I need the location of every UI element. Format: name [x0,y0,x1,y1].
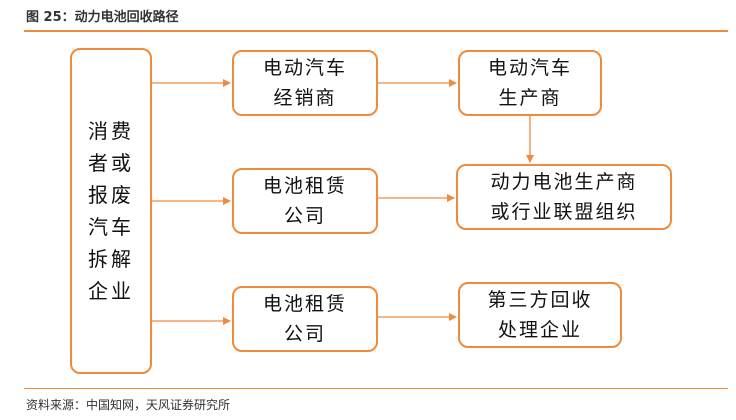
node-label-line: 电动汽车 [262,57,347,79]
node-label-line: 电池租赁 [262,175,347,197]
node-label-line: 电动汽车 [487,57,572,79]
node-consumer-or-dismantler: 消费 者或 报废 汽车 拆解 企业 [70,48,152,374]
node-label-line: 电池租赁 [262,293,347,315]
node-label-line: 生产商 [498,87,562,109]
node-ev-dealer: 电动汽车 经销商 [232,50,378,116]
footer-rule [24,388,728,389]
node-label-line: 汽车 [88,215,134,239]
node-battery-leasing-2: 电池租赁 公司 [232,286,378,352]
node-label-line: 或行业联盟组织 [490,201,638,223]
figure-title: 图 25：动力电池回收路径 [26,10,179,25]
node-label-line: 第三方回收 [487,289,593,311]
node-label-line: 报废 [88,183,134,207]
node-label-line: 消费 [88,119,134,143]
node-label-line: 公司 [283,323,326,345]
title-rule [24,30,728,32]
node-ev-manufacturer: 电动汽车 生产商 [458,50,602,116]
node-label-line: 动力电池生产商 [490,171,638,193]
node-label-line: 经销商 [273,87,337,109]
node-label-line: 者或 [88,151,134,175]
node-label-line: 企业 [88,279,134,303]
node-battery-leasing-1: 电池租赁 公司 [232,168,378,234]
source-note: 资料来源：中国知网，天风证券研究所 [26,398,231,412]
node-third-party-recycler: 第三方回收 处理企业 [458,282,622,348]
node-battery-maker-or-alliance: 动力电池生产商 或行业联盟组织 [456,164,672,230]
node-label-line: 公司 [283,205,326,227]
node-label-line: 拆解 [88,247,134,271]
node-label-line: 处理企业 [497,319,582,341]
